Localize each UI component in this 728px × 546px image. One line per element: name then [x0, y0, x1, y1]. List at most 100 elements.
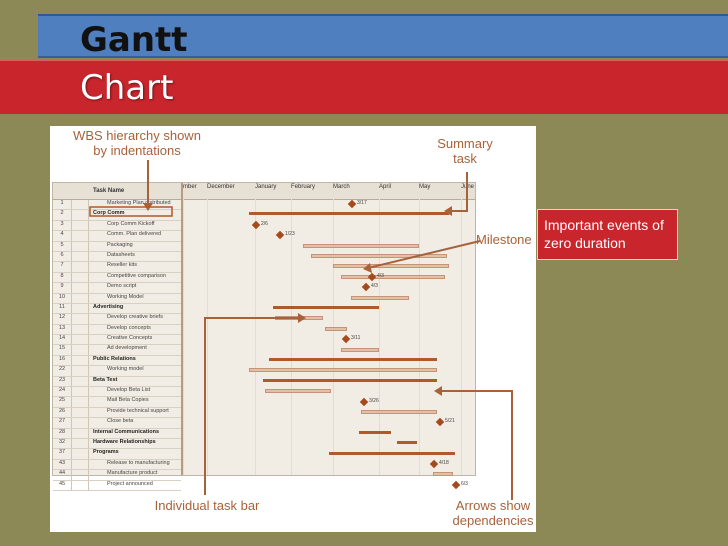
title-band-blue: [38, 14, 728, 58]
task-name: Develop creative briefs: [107, 314, 163, 321]
table-row: 9 Demo script: [53, 283, 181, 294]
task-bar: [311, 254, 447, 258]
milestone-date: 2/6: [261, 220, 268, 227]
task-name: Project announced: [107, 480, 153, 487]
task-name: Develop concepts: [107, 324, 151, 331]
callout-milestone: Milestone: [476, 232, 532, 247]
task-name: Beta Test: [93, 376, 118, 383]
summary-task-bar: [397, 441, 417, 445]
summary-task-bar: [359, 430, 391, 434]
arrow-milestone: [367, 240, 481, 269]
milestone-date: 3/26: [369, 397, 379, 404]
milestone-date: 3/11: [351, 335, 361, 342]
milestone-date: 6/3: [461, 480, 468, 487]
slide-title-line2: Chart: [80, 68, 174, 108]
summary-task-bar: [263, 378, 437, 382]
arrow-taskbar: [204, 317, 300, 495]
task-name: Working model: [107, 366, 144, 373]
task-indicator: [72, 345, 89, 355]
milestone-date: 4/3: [371, 283, 378, 290]
task-id: 37: [53, 449, 72, 459]
annotation-box: Important events of zero duration: [537, 209, 678, 260]
task-id: 12: [53, 314, 72, 324]
task-id: 4: [53, 231, 72, 241]
milestone-date: 5/21: [445, 418, 455, 425]
task-indicator: [72, 387, 89, 397]
task-indicator: [72, 293, 89, 303]
month-label: March: [333, 184, 350, 190]
arrow-dependencies: [440, 390, 513, 500]
month-label: February: [291, 184, 316, 190]
task-indicator: [72, 283, 89, 293]
summary-task-bar: [273, 306, 379, 309]
table-row: 4 Comm. Plan delivered: [53, 231, 181, 242]
task-name: Working Model: [107, 293, 144, 300]
task-indicator: [72, 262, 89, 272]
task-name: Corp Comm: [93, 210, 125, 217]
month-label: January: [255, 184, 277, 190]
task-id: 2: [53, 210, 72, 220]
task-indicator: [72, 449, 89, 459]
task-indicator: [72, 407, 89, 418]
month-gridline: [183, 199, 184, 475]
task-name: Creative Concepts: [107, 335, 153, 342]
task-name: Demo script: [107, 283, 137, 290]
task-indicator: [72, 376, 89, 386]
task-name: Comm. Plan delivered: [107, 231, 162, 238]
month-gridline: [207, 199, 208, 475]
task-id: 7: [53, 262, 72, 272]
month-label: May: [419, 184, 431, 190]
task-name: Programs: [93, 449, 119, 456]
task-bar: [361, 410, 437, 414]
table-row: 8 Competitive comparison: [53, 272, 181, 284]
month-gridline: [419, 199, 420, 475]
task-bar: [341, 347, 379, 352]
wbs-highlight-box: [89, 206, 173, 217]
task-name: Competitive comparison: [107, 272, 166, 279]
callout-summary: Summary task: [437, 136, 493, 166]
title-band-red: [0, 60, 728, 114]
task-indicator: [72, 210, 89, 220]
task-name: Develop Beta List: [107, 387, 151, 394]
callout-wbs: WBS hierarchy shown by indentations: [73, 128, 201, 158]
task-id: 1: [53, 200, 72, 210]
task-name: Release to manufacturing: [107, 459, 170, 466]
arrowhead-taskbar: [298, 313, 306, 323]
milestone-date: 4/18: [439, 460, 449, 466]
task-id: 9: [53, 283, 72, 293]
task-id: 5: [53, 241, 72, 251]
task-name: Public Relations: [93, 355, 136, 362]
task-id: 27: [53, 418, 72, 428]
month-gridline: [379, 199, 380, 475]
task-id: 3: [53, 220, 72, 231]
task-id: 16: [53, 355, 72, 366]
task-id: 8: [53, 272, 72, 283]
task-indicator: [72, 459, 89, 470]
task-indicator: [72, 428, 89, 438]
task-name: Corp Comm Kickoff: [107, 220, 155, 227]
task-name: Provide technical support: [107, 407, 169, 414]
month-label: December: [207, 184, 235, 190]
task-indicator: [72, 355, 89, 366]
task-name: Close beta: [107, 418, 134, 425]
table-row: 37 Programs: [53, 449, 181, 460]
table-row: 16 Public Relations: [53, 355, 181, 367]
table-row: 12 Develop creative briefs: [53, 314, 181, 325]
task-name: Hardware Relationships: [93, 438, 156, 445]
task-indicator: [72, 200, 89, 210]
task-name: Mail Beta Copies: [107, 397, 149, 404]
gantt-figure: WBS hierarchy shown by indentations Summ…: [50, 126, 536, 532]
